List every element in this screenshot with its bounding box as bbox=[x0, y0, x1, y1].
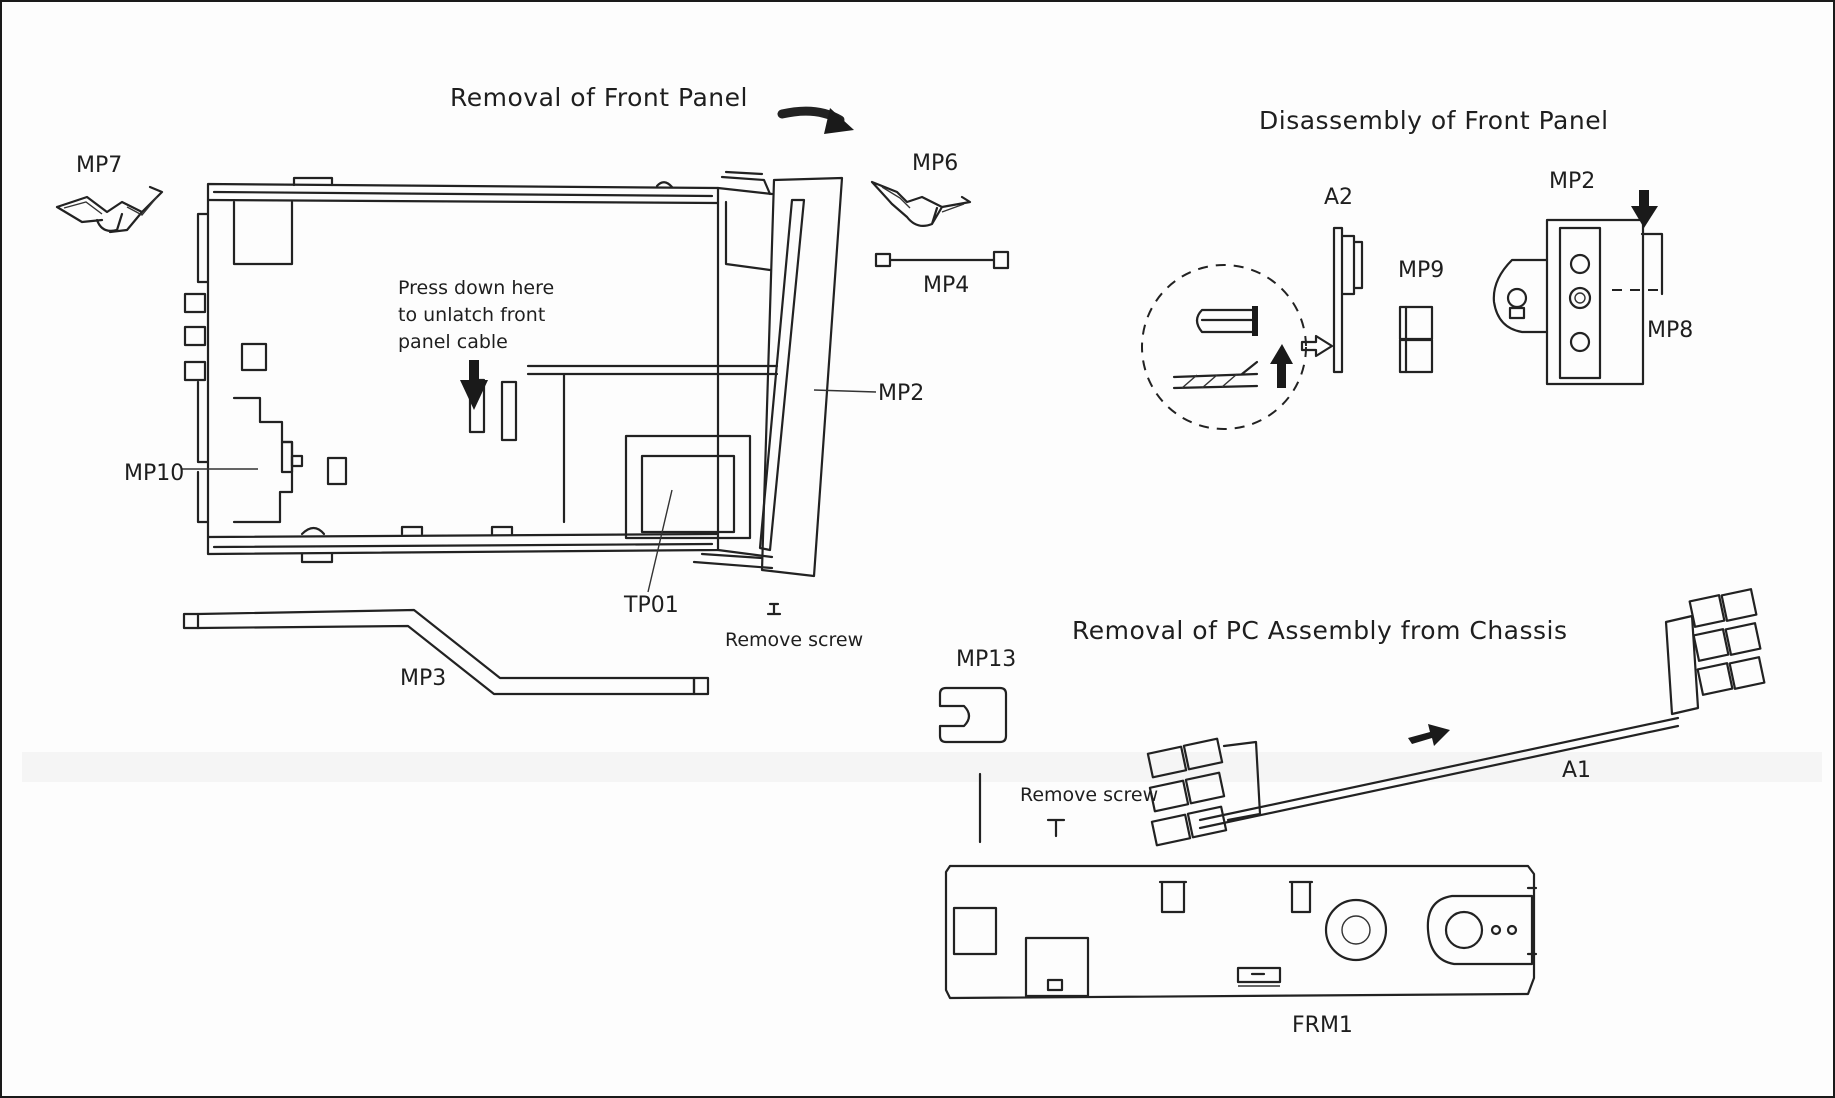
ribbon-cable-mp3 bbox=[182, 608, 710, 696]
buttons-mp9 bbox=[1398, 305, 1434, 374]
panel-mp2-front-view bbox=[1492, 218, 1645, 386]
label-tp01: TP01 bbox=[623, 593, 679, 618]
chassis-frame-frm1 bbox=[944, 864, 1538, 1000]
label-mp6: MP6 bbox=[912, 151, 958, 176]
note-unlatch-line1: Press down here bbox=[398, 277, 554, 299]
clip-mp7 bbox=[55, 185, 164, 234]
clip-mp6 bbox=[870, 180, 972, 227]
note-unlatch-line2: to unlatch front bbox=[398, 304, 545, 326]
main-chassis bbox=[183, 170, 779, 570]
screw-icon-front bbox=[766, 602, 782, 616]
scan-band bbox=[22, 752, 1822, 782]
label-mp2: MP2 bbox=[878, 381, 924, 406]
label-frm1: FRM1 bbox=[1292, 1013, 1353, 1038]
label-a2: A2 bbox=[1324, 185, 1353, 210]
hollow-arrow bbox=[1300, 334, 1334, 358]
leader-mp2 bbox=[813, 389, 877, 393]
label-a1: A1 bbox=[1562, 758, 1591, 783]
move-arrow bbox=[1408, 724, 1450, 746]
screw-icon-chassis bbox=[1046, 818, 1066, 838]
note-remove-screw-front: Remove screw bbox=[725, 629, 863, 651]
label-mp9: MP9 bbox=[1398, 258, 1444, 283]
leader-tp01 bbox=[647, 489, 673, 593]
label-mp10: MP10 bbox=[124, 461, 184, 486]
title-front-panel-removal: Removal of Front Panel bbox=[450, 83, 748, 112]
label-mp7: MP7 bbox=[76, 153, 122, 178]
spacer-mp13 bbox=[938, 686, 1008, 744]
rotation-arrow bbox=[777, 106, 854, 134]
press-down-arrow bbox=[460, 360, 488, 410]
title-front-panel-disassembly: Disassembly of Front Panel bbox=[1259, 106, 1609, 135]
label-mp8: MP8 bbox=[1647, 318, 1693, 343]
cable-mp4 bbox=[874, 250, 1010, 270]
note-remove-screw-chassis: Remove screw bbox=[1020, 784, 1158, 806]
label-mp4: MP4 bbox=[923, 273, 969, 298]
clip-mp8 bbox=[1640, 232, 1664, 296]
label-mp2-detail: MP2 bbox=[1549, 169, 1595, 194]
label-mp13: MP13 bbox=[956, 647, 1016, 672]
title-pc-assembly-removal: Removal of PC Assembly from Chassis bbox=[1072, 616, 1568, 645]
pc-board-a1 bbox=[1146, 588, 1766, 847]
latch-detail bbox=[1172, 306, 1293, 390]
detail-circle bbox=[1141, 264, 1307, 430]
board-a2 bbox=[1332, 226, 1364, 374]
down-arrow-mp8 bbox=[1631, 190, 1658, 228]
front-panel-mp2 bbox=[758, 176, 844, 578]
label-mp3: MP3 bbox=[400, 666, 446, 691]
note-unlatch-line3: panel cable bbox=[398, 331, 508, 353]
